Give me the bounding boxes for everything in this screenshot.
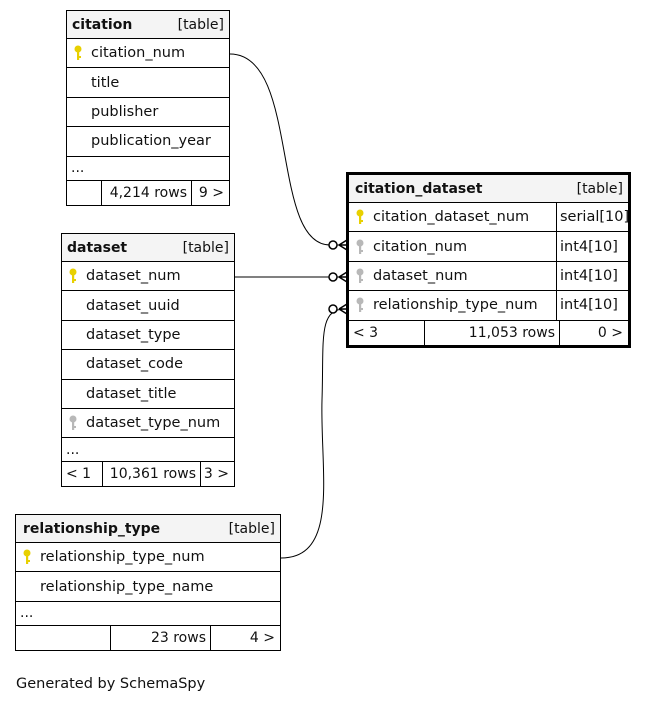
column-row[interactable]: dataset_num int4[10] [349,261,628,292]
table-name: relationship_type [23,520,161,537]
table-header: dataset [table] [62,234,234,262]
column-name: relationship_type_name [40,578,214,595]
column-type: serial[10] [556,203,629,232]
footer-row-count: 23 rows [111,625,211,650]
table-header: relationship_type [table] [16,515,280,543]
footer-parents [16,625,111,650]
foreign-key-icon [349,239,371,255]
column-name: dataset_type [86,326,181,343]
footer-children: 3 > [203,466,229,483]
more-columns-ellipsis: ... [67,157,229,181]
column-name: relationship_type_num [373,297,538,314]
crows-foot-citation-num [328,239,348,251]
column-name: dataset_title [86,385,177,402]
footer-parents: < 3 [349,320,425,345]
column-row[interactable]: publisher [67,98,229,128]
table-citation[interactable]: citation [table] citation_num title publ… [66,10,230,206]
column-type: int4[10] [556,261,628,291]
column-name: dataset_type_num [86,415,221,432]
table-name: dataset [67,239,128,256]
column-name: citation_dataset_num [373,209,530,226]
column-name: title [91,74,120,91]
column-name: publisher [91,103,159,120]
column-row[interactable]: dataset_title [62,380,234,409]
relation-relationship-type-to-citation-dataset [280,308,346,559]
footer-row-count: 10,361 rows [103,462,201,487]
table-kind: [table] [228,520,275,537]
column-name: citation_num [373,238,468,255]
table-footer: 23 rows 4 > [16,625,280,650]
table-name: citation_dataset [355,180,483,197]
column-type: int4[10] [556,232,628,261]
generated-by-credit: Generated by SchemaSpy [16,676,206,692]
primary-key-icon [16,549,38,565]
column-row[interactable]: dataset_num [62,262,234,292]
primary-key-icon [67,45,89,61]
column-name: citation_num [91,45,186,62]
table-dataset[interactable]: dataset [table] dataset_num dataset_uuid… [61,233,235,488]
column-name: dataset_code [86,356,184,373]
table-kind: [table] [177,16,224,33]
footer-children: 9 > [198,184,224,201]
footer-row-count: 4,214 rows [102,180,192,205]
more-columns-ellipsis: ... [62,438,234,463]
column-name: dataset_num [86,268,181,285]
column-row[interactable]: citation_dataset_num serial[10] [349,203,629,233]
footer-parents [67,180,102,205]
column-row[interactable]: dataset_uuid [62,291,234,321]
footer-children: 0 > [597,324,623,341]
column-name: dataset_num [373,267,468,284]
crows-foot-relationship-type-num [328,303,348,315]
column-row[interactable]: citation_num [67,39,229,69]
footer-children: 4 > [249,629,275,646]
foreign-key-icon [62,415,84,431]
column-type: int4[10] [556,291,628,320]
primary-key-icon [349,209,371,225]
table-citation-dataset[interactable]: citation_dataset [table] citation_datase… [346,172,631,348]
table-header: citation_dataset [table] [349,175,628,203]
table-relationship-type[interactable]: relationship_type [table] relationship_t… [15,514,281,651]
table-footer: < 1 10,361 rows 3 > [62,462,234,487]
table-kind: [table] [182,239,229,256]
column-name: dataset_uuid [86,297,180,314]
column-name: publication_year [91,133,211,150]
column-row[interactable]: publication_year [67,127,229,157]
column-row[interactable]: title [67,68,229,98]
foreign-key-icon [349,268,371,284]
table-footer: 4,214 rows 9 > [67,180,229,205]
column-row[interactable]: citation_num int4[10] [349,232,628,262]
column-row[interactable]: relationship_type_name [16,572,280,602]
column-row[interactable]: dataset_type_num [62,409,234,439]
table-footer: < 3 11,053 rows 0 > [349,320,628,345]
foreign-key-icon [349,297,371,313]
column-row[interactable]: relationship_type_num [16,543,280,573]
table-name: citation [72,16,133,33]
footer-row-count: 11,053 rows [425,320,560,345]
column-row[interactable]: dataset_type [62,321,234,351]
column-row[interactable]: relationship_type_num int4[10] [349,291,628,321]
relation-citation-to-citation-dataset [229,53,345,246]
primary-key-icon [62,268,84,284]
crows-foot-dataset-num [328,271,348,283]
table-header: citation [table] [67,11,229,39]
table-kind: [table] [576,180,623,197]
footer-parents: < 1 [62,462,103,487]
column-row[interactable]: dataset_code [62,350,234,380]
more-columns-ellipsis: ... [16,602,280,626]
column-name: relationship_type_num [40,549,205,566]
